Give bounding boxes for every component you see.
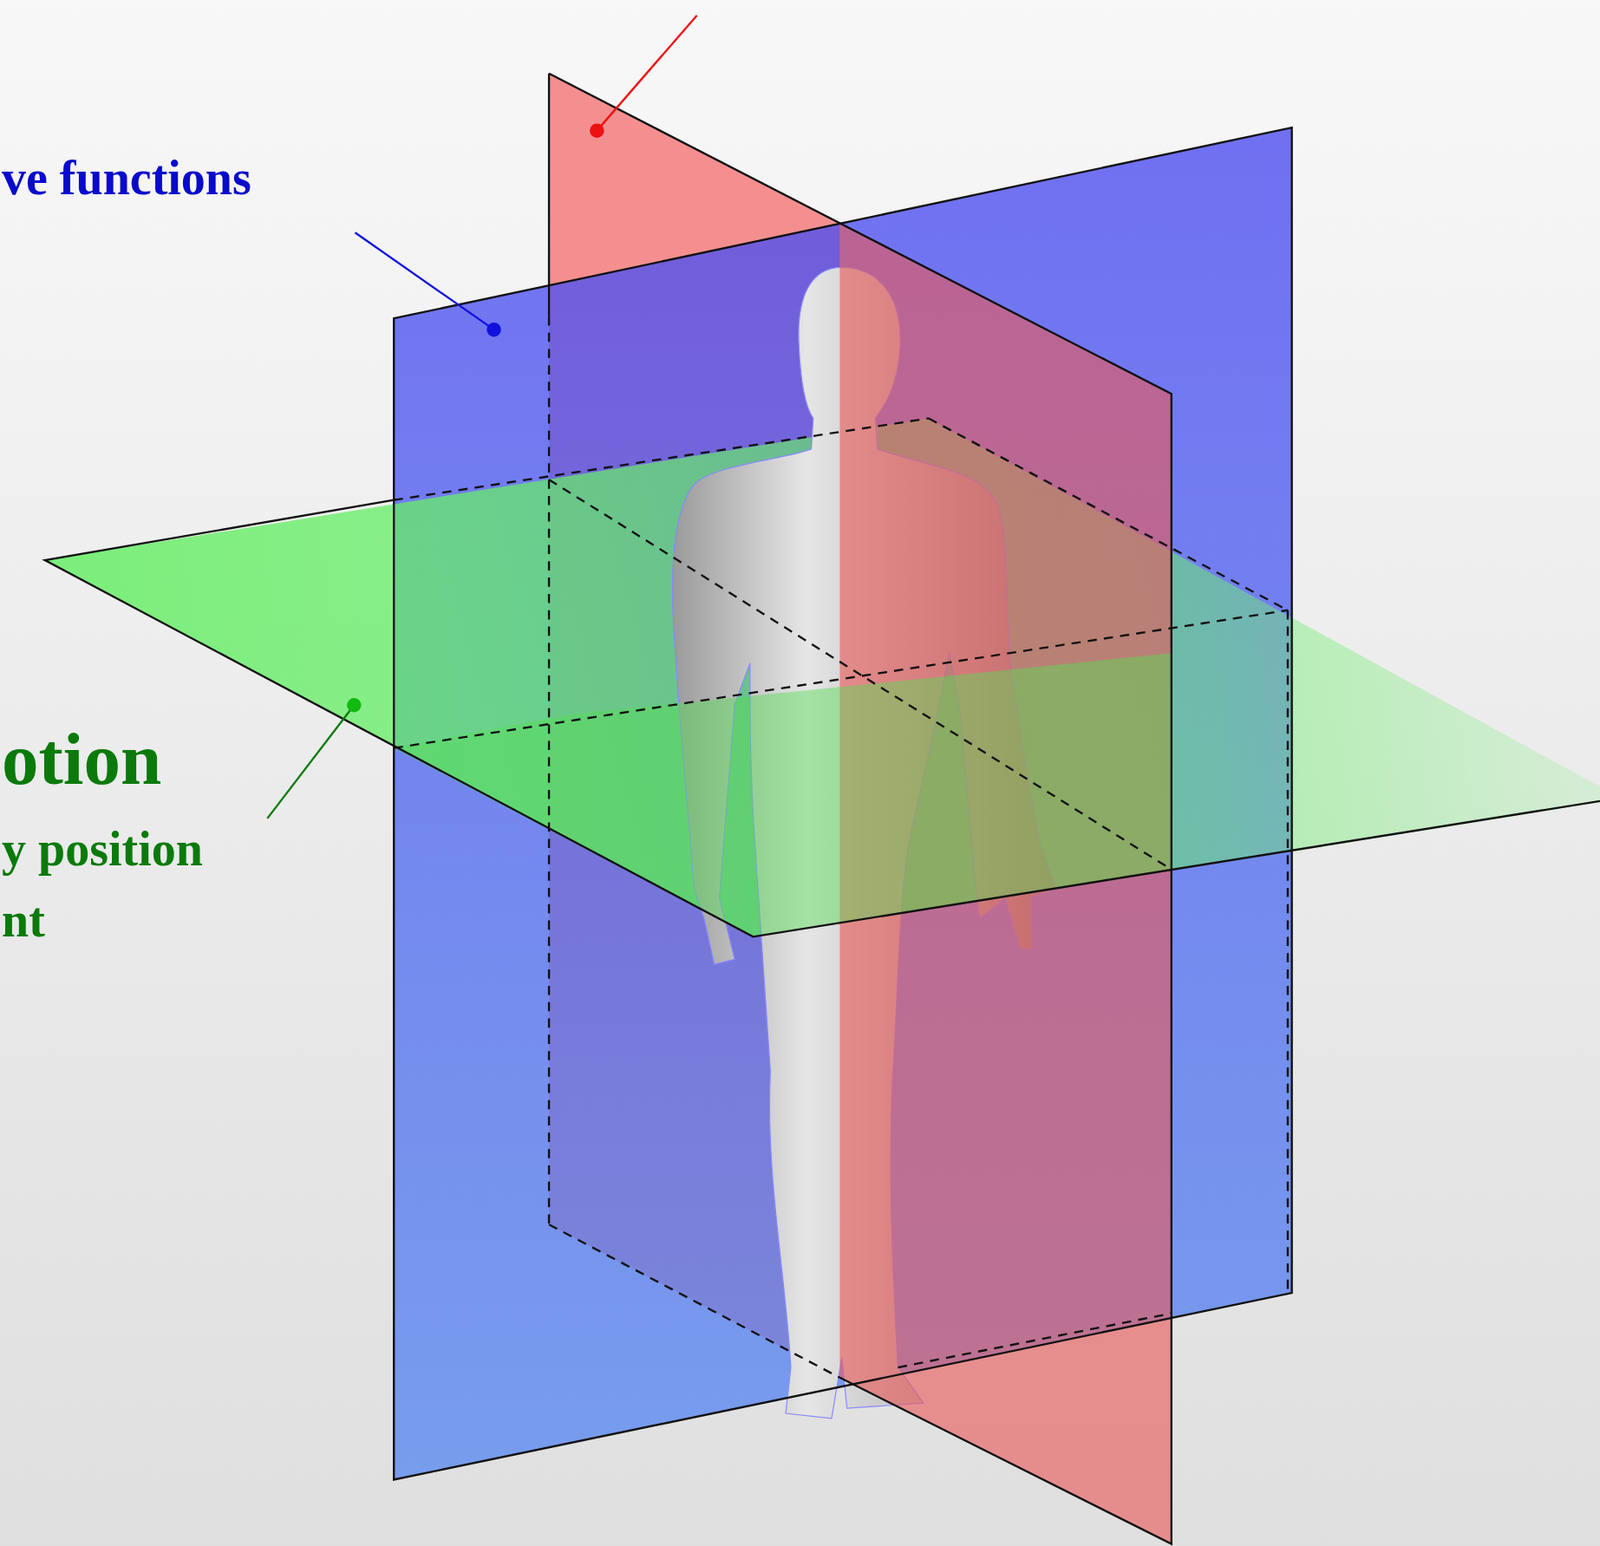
hidden-edge	[928, 418, 1288, 611]
plane-label: ve functions	[1, 153, 252, 203]
hidden-edge	[897, 1313, 1171, 1368]
plane-label: y position	[1, 824, 203, 874]
hidden-edge	[548, 1224, 840, 1378]
leader-line	[267, 705, 354, 819]
transverse-plane-outline	[45, 500, 1600, 938]
plane-label: otion	[1, 722, 162, 797]
frontal-plane-outline	[393, 127, 1292, 1480]
hidden-edge	[548, 479, 1172, 870]
sagittal-plane-outline	[548, 73, 1172, 1545]
leader-dot	[346, 698, 361, 712]
plane-label: nt	[1, 895, 46, 945]
leader-line	[596, 15, 697, 131]
hidden-edge	[393, 418, 929, 501]
hidden-edge	[393, 610, 1288, 749]
leader-dot	[589, 123, 604, 138]
hidden-edge	[1286, 610, 1289, 1294]
leader-dot	[486, 322, 501, 337]
hidden-edge	[548, 316, 550, 1225]
sagittal-plane-outline-left	[548, 73, 550, 317]
leader-line	[354, 232, 494, 330]
transverse-plane-front	[393, 653, 1172, 937]
